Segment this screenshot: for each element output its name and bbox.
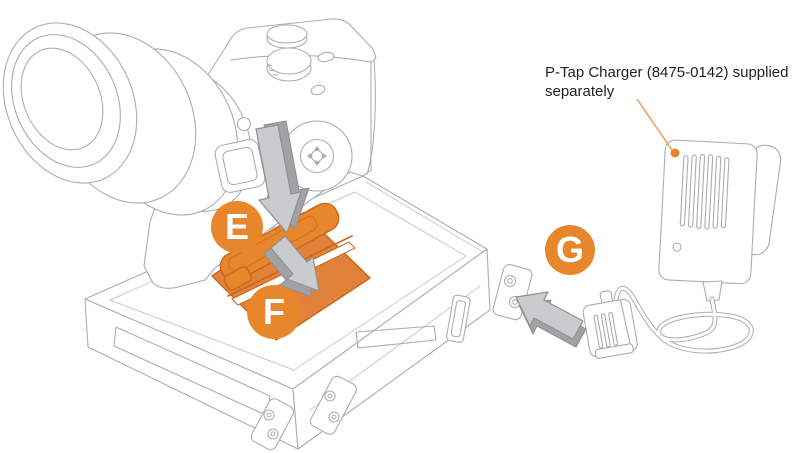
slide-arrow-f [263, 235, 320, 298]
leader-line [636, 98, 673, 151]
camera-eyepiece [214, 139, 266, 193]
camera-control-pad [281, 120, 353, 192]
leader-dot [670, 148, 680, 158]
callout-g-badge: G [545, 225, 595, 275]
camera-lens [2, 22, 252, 216]
plate-power-port [446, 294, 471, 343]
plate-screw-tab-front-2 [309, 375, 357, 435]
callout-f-badge: F [247, 285, 301, 339]
charger-illustration [582, 139, 782, 359]
camera-top-dials [266, 24, 335, 96]
charger-cable-neck [702, 280, 723, 302]
charger-annotation: P-Tap Charger (8475-0142) supplied separ… [545, 64, 789, 100]
camera-strap-lug [236, 116, 252, 132]
camera-illustration [2, 18, 377, 289]
plug-arrow-g [515, 291, 587, 348]
charger-vents [679, 153, 730, 230]
charger-led [672, 242, 682, 252]
plate-screw-tab-front-1 [250, 398, 295, 451]
ptap-connector [582, 290, 638, 359]
callout-e-badge: E [211, 201, 263, 253]
insert-arrow-e [255, 120, 310, 234]
